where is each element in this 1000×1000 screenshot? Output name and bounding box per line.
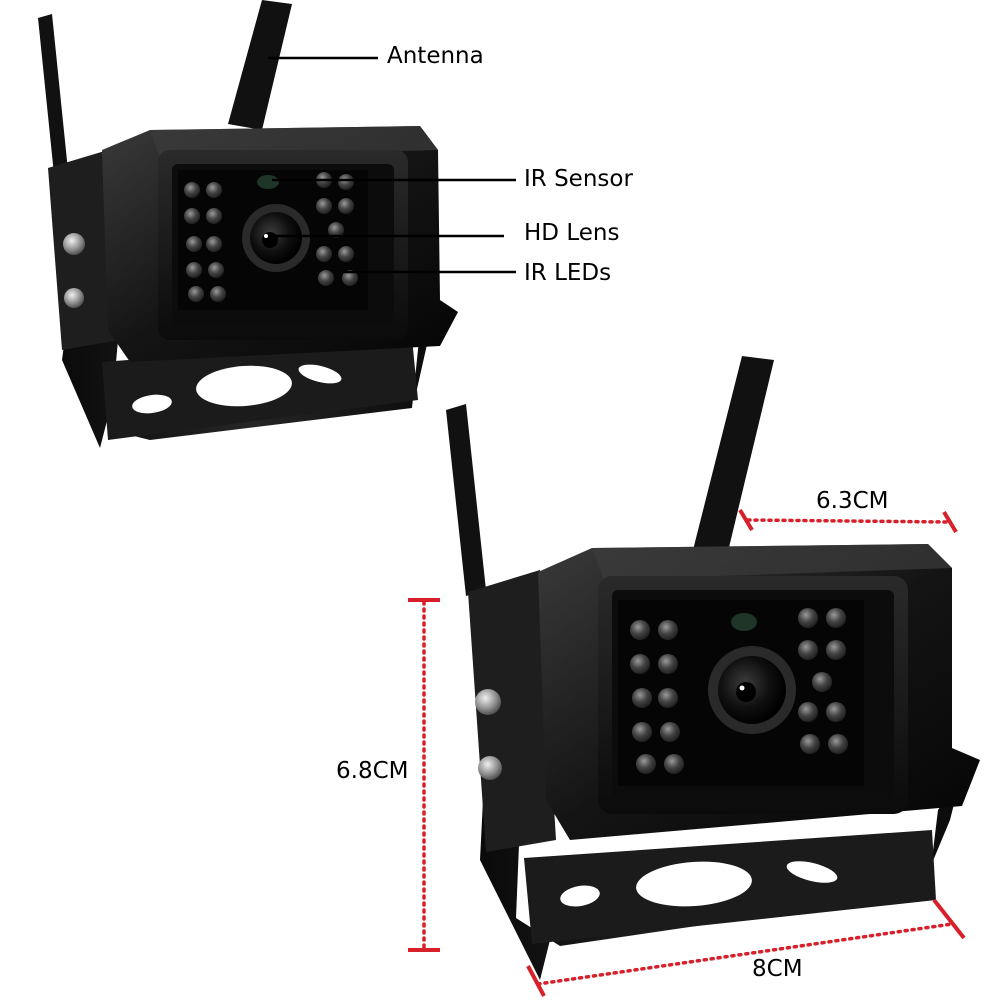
camera-bottom — [446, 356, 980, 980]
height-dimension-label: 6.8CM — [336, 758, 409, 784]
ir-sensor-icon — [731, 613, 757, 631]
camera-top — [38, 0, 458, 448]
ir-sensor-label: IR Sensor — [524, 166, 633, 192]
hd-lens-label: HD Lens — [524, 220, 620, 246]
antenna-right-icon — [692, 356, 774, 560]
ir-leds-right-top — [316, 172, 358, 286]
ir-leds-left-top — [184, 182, 226, 302]
ir-leds-label: IR LEDs — [524, 260, 612, 286]
antenna-left-icon — [38, 14, 70, 194]
ir-sensor-icon — [257, 175, 279, 189]
antenna-right-icon — [228, 0, 292, 130]
screw-icon — [475, 689, 501, 715]
screw-icon — [478, 756, 502, 780]
width-dimension-label: 8CM — [752, 956, 803, 982]
screw-icon — [63, 233, 85, 255]
width-dimension-line — [536, 922, 954, 986]
antenna-left-icon — [446, 404, 486, 596]
ir-leds-left-bottom — [630, 620, 684, 774]
antenna-label: Antenna — [387, 43, 484, 69]
screw-icon — [64, 288, 84, 308]
callout-lines — [268, 56, 516, 274]
ir-leds-right-bottom — [798, 608, 848, 754]
depth-dimension-line — [746, 518, 950, 524]
depth-dimension-label: 6.3CM — [816, 488, 889, 514]
dimension-lines — [408, 508, 966, 997]
